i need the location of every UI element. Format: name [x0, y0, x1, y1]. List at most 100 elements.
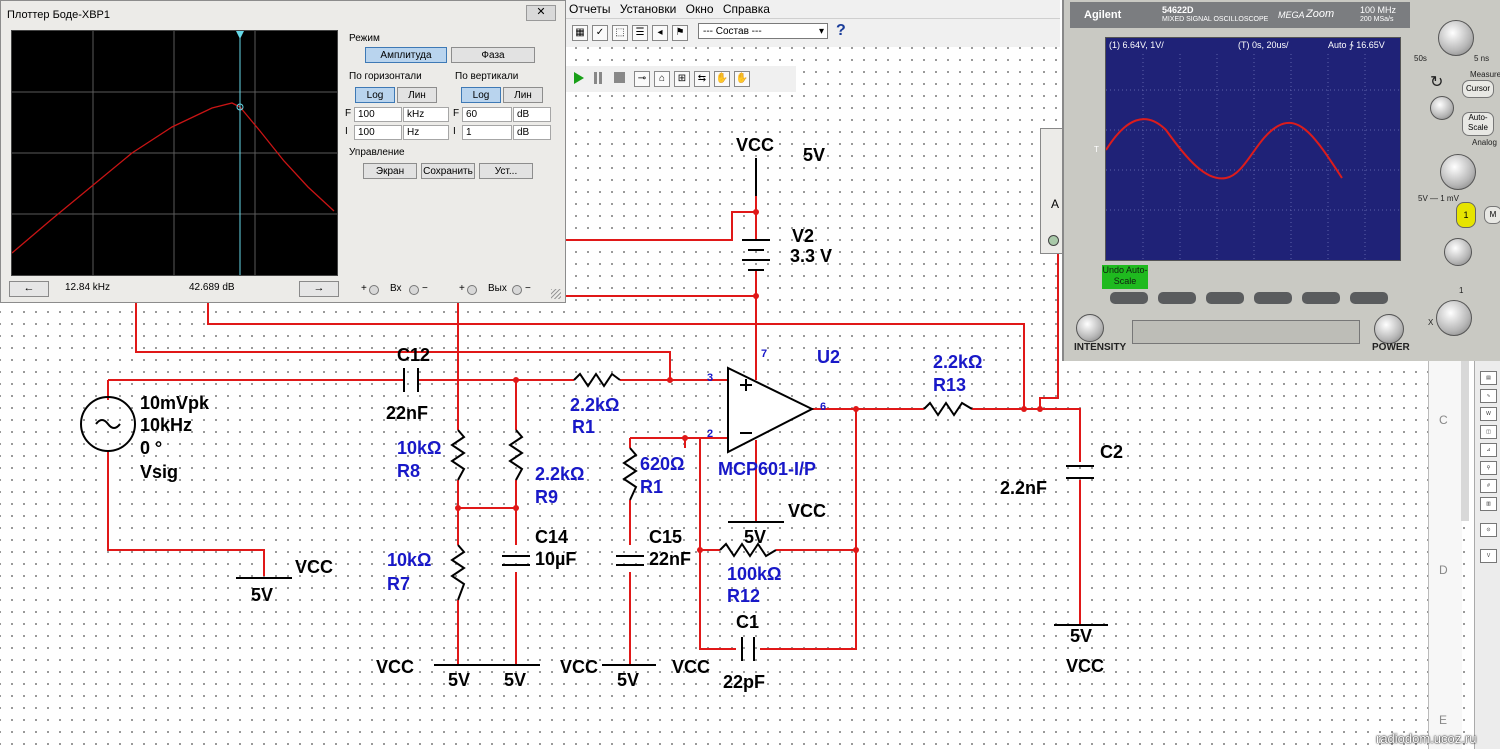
- intensity-knob[interactable]: [1076, 314, 1104, 342]
- r1b-label: R1: [640, 477, 664, 497]
- math-button[interactable]: M: [1484, 206, 1500, 224]
- probe-icon[interactable]: ⊸: [634, 71, 650, 87]
- softkey-6[interactable]: [1350, 292, 1388, 304]
- softkey-3[interactable]: [1206, 292, 1244, 304]
- v-f-input[interactable]: 60: [462, 107, 512, 122]
- refresh-icon[interactable]: ↻: [1430, 74, 1444, 91]
- pin-label: 6: [820, 401, 827, 413]
- menu-settings[interactable]: Установки: [619, 2, 677, 16]
- v-i-unit[interactable]: dB: [513, 125, 551, 140]
- setup-button[interactable]: Уст...: [479, 163, 533, 179]
- wattmeter-icon[interactable]: W: [1480, 407, 1497, 421]
- cursor-left-button[interactable]: ←: [9, 281, 49, 297]
- analysis-icon[interactable]: ⌂: [654, 71, 670, 87]
- pause-icon[interactable]: [594, 72, 602, 84]
- current-probe-icon[interactable]: ⊙: [1480, 523, 1497, 537]
- channel1-button[interactable]: 1: [1456, 202, 1476, 228]
- cursor-button[interactable]: Cursor: [1462, 80, 1494, 98]
- counter-icon[interactable]: #: [1480, 479, 1497, 493]
- h-i-input[interactable]: 100: [354, 125, 402, 140]
- terminal-in-minus: −: [422, 283, 428, 294]
- horizontal-scale-knob[interactable]: [1438, 20, 1474, 56]
- pin-label: 7: [761, 348, 768, 360]
- horizontal-group-label: По горизонтали: [349, 71, 422, 82]
- analyzer-icon[interactable]: ▥: [1480, 497, 1497, 511]
- voltmeter-icon[interactable]: V: [1480, 549, 1497, 563]
- h-f-input[interactable]: 100: [354, 107, 402, 122]
- h-f-unit[interactable]: kHz: [403, 107, 449, 122]
- terminal-in-minus-jack[interactable]: [409, 285, 419, 295]
- bnc-input[interactable]: [1436, 300, 1472, 336]
- close-button[interactable]: ✕: [526, 5, 556, 21]
- grapher-icon[interactable]: ⊞: [674, 71, 690, 87]
- softkey-2[interactable]: [1158, 292, 1196, 304]
- stop-icon[interactable]: [614, 72, 625, 83]
- run-icon[interactable]: [574, 72, 584, 84]
- softkey-1[interactable]: [1110, 292, 1148, 304]
- hand-icon[interactable]: ✋: [714, 71, 730, 87]
- flag-icon[interactable]: ⚑: [672, 25, 688, 41]
- multimeter-icon[interactable]: ▤: [1480, 371, 1497, 385]
- h-i-unit[interactable]: Hz: [403, 125, 449, 140]
- autoscale-button[interactable]: Auto-Scale: [1462, 112, 1494, 136]
- v-f-unit[interactable]: dB: [513, 107, 551, 122]
- menu-window[interactable]: Окно: [685, 2, 714, 16]
- vertical-scrollbar[interactable]: [1461, 361, 1469, 521]
- grid-icon[interactable]: ▦: [572, 25, 588, 41]
- chevron-down-icon: ▾: [818, 26, 824, 37]
- r8-value: 10kΩ: [397, 438, 442, 458]
- terminal-out-minus-jack[interactable]: [512, 285, 522, 295]
- osc-spec2: 200 MSa/s: [1360, 16, 1394, 23]
- save-button[interactable]: Сохранить: [421, 163, 475, 179]
- osc-trace: [1106, 118, 1343, 180]
- volts-div-knob[interactable]: [1440, 154, 1476, 190]
- vcc-label: VCC: [1066, 656, 1105, 676]
- vcc-label: VCC: [736, 135, 775, 155]
- cursor-right-button[interactable]: →: [299, 281, 339, 297]
- resize-grip[interactable]: [551, 289, 561, 299]
- probe-instrument[interactable]: A: [1040, 128, 1064, 254]
- probe-terminal[interactable]: [1048, 235, 1059, 246]
- knob-label: 50s: [1414, 54, 1427, 63]
- osc-zoom: Zoom: [1306, 8, 1335, 20]
- h-lin-button[interactable]: Лин: [397, 87, 437, 103]
- undo-autoscale-softkey[interactable]: Undo Auto-Scale: [1102, 265, 1148, 289]
- phase-button[interactable]: Фаза: [451, 47, 535, 63]
- function-generator-icon[interactable]: ∿: [1480, 389, 1497, 403]
- oscilloscope-window[interactable]: Agilent 54622D MIXED SIGNAL OSCILLOSCOPE…: [1062, 0, 1500, 361]
- terminal-in-plus-jack[interactable]: [369, 285, 379, 295]
- osc-trigger-readout: Auto ∱ 16.65V: [1328, 40, 1385, 50]
- terminal-out-plus-jack[interactable]: [467, 285, 477, 295]
- v-i-input[interactable]: 1: [462, 125, 512, 140]
- amplitude-button[interactable]: Амплитуда: [365, 47, 447, 63]
- softkey-4[interactable]: [1254, 292, 1292, 304]
- back-icon[interactable]: ◂: [652, 25, 668, 41]
- component-select[interactable]: --- Состав ---▾: [698, 23, 828, 39]
- menu-reports[interactable]: Отчеты: [569, 2, 611, 16]
- screen-button[interactable]: Экран: [363, 163, 417, 179]
- check-icon[interactable]: ✓: [592, 25, 608, 41]
- help-icon[interactable]: ?: [836, 22, 846, 39]
- position-knob[interactable]: [1444, 238, 1472, 266]
- bode-display[interactable]: [11, 30, 338, 276]
- voltage-label: 5V: [251, 585, 274, 605]
- hand2-icon[interactable]: ✋: [734, 71, 750, 87]
- bode-plotter-window[interactable]: Плоттер Боде-XBP1 ✕ Режим Амплитуда Фаза…: [0, 0, 566, 303]
- softkey-5[interactable]: [1302, 292, 1340, 304]
- v2-label: V2: [792, 226, 815, 246]
- probe-icon[interactable]: ⚲: [1480, 461, 1497, 475]
- select-icon[interactable]: ⬚: [612, 25, 628, 41]
- h-log-button[interactable]: Log: [355, 87, 395, 103]
- bode-icon[interactable]: ⊿: [1480, 443, 1497, 457]
- entry-knob[interactable]: [1430, 96, 1454, 120]
- power-button[interactable]: [1374, 314, 1404, 344]
- mode-group-label: Режим: [349, 33, 380, 44]
- oscilloscope-icon[interactable]: ◫: [1480, 425, 1497, 439]
- v-log-button[interactable]: Log: [461, 87, 501, 103]
- list-icon[interactable]: ☰: [632, 25, 648, 41]
- osc-display[interactable]: (1) 6.64V, 1V/ (T) 0s, 20us/ Auto ∱ 16.6…: [1094, 37, 1401, 261]
- voltage-label: 5V: [744, 527, 767, 547]
- postproc-icon[interactable]: ⇆: [694, 71, 710, 87]
- menu-help[interactable]: Справка: [722, 2, 770, 16]
- v-lin-button[interactable]: Лин: [503, 87, 543, 103]
